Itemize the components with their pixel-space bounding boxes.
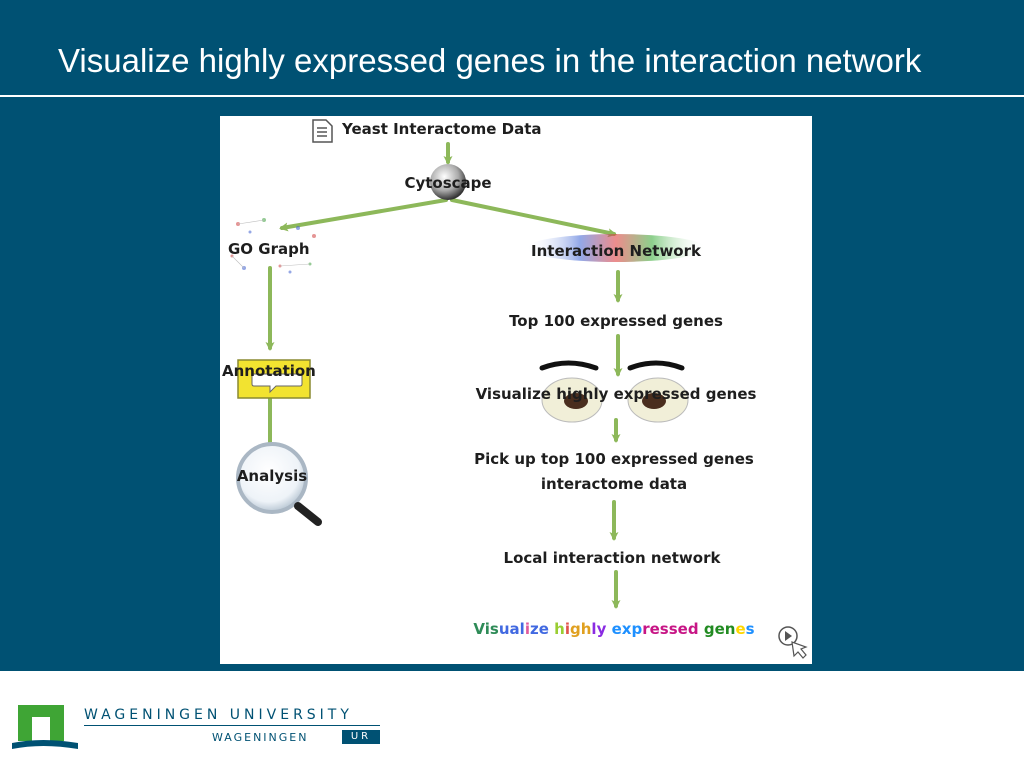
node-go-graph: GO Graph (228, 240, 310, 258)
final-label-letter: i (485, 620, 490, 638)
workflow-svg: Yeast Interactome Data Cytoscape GO Grap… (222, 119, 808, 659)
node-yeast-interactome-data: Yeast Interactome Data (341, 120, 541, 138)
workflow-diagram: Yeast Interactome Data Cytoscape GO Grap… (220, 116, 812, 664)
arrow-cytoscape-to-go-graph (279, 198, 448, 232)
arrow-cytoscape-to-interaction-network (450, 198, 617, 238)
final-label-letter: a (510, 620, 520, 638)
ur-text: WAGENINGEN (212, 731, 309, 744)
final-label-letter: l (591, 620, 596, 638)
footer-divider (84, 725, 380, 726)
final-label-letter: n (725, 620, 736, 638)
header-divider (0, 95, 1024, 97)
final-label-letter: V (473, 620, 485, 638)
node-visualize-final: Visualize highly expressed genes (473, 620, 754, 638)
node-interaction-network: Interaction Network (531, 242, 702, 260)
final-label-letter: s (660, 620, 669, 638)
go-graph-texture-icon (230, 218, 316, 274)
final-label-letter: e (678, 620, 688, 638)
document-icon (312, 119, 333, 143)
eyes-icon (539, 360, 689, 423)
annotation-callout-icon (237, 359, 311, 399)
play-cursor-icon[interactable] (778, 626, 808, 659)
node-annotation: Annotation (222, 362, 316, 380)
final-label-letter: e (539, 620, 549, 638)
node-top-100-expressed-genes: Top 100 expressed genes (509, 312, 723, 330)
final-label-letter: l (520, 620, 525, 638)
magnifier-icon (236, 442, 322, 526)
slide-title: Visualize highly expressed genes in the … (58, 42, 922, 79)
cytoscape-sphere-icon (430, 164, 466, 200)
university-name: WAGENINGEN UNIVERSITY (84, 707, 353, 723)
final-label-letter: g (704, 620, 715, 638)
final-label-letter: h (581, 620, 592, 638)
node-pick-up-line-2: interactome data (541, 475, 687, 493)
final-label-letter: e (735, 620, 745, 638)
final-label-letter: s (490, 620, 499, 638)
network-glow-icon (526, 234, 706, 262)
final-label-letter: e (715, 620, 725, 638)
final-label-letter: s (669, 620, 678, 638)
final-label-letter: e (650, 620, 660, 638)
slide-header (0, 0, 1024, 95)
footer (0, 671, 1024, 768)
final-label-letter: e (612, 620, 622, 638)
final-label-letter: i (565, 620, 570, 638)
final-label-letter: x (622, 620, 632, 638)
final-label-letter: s (746, 620, 755, 638)
final-label-letter: y (597, 620, 607, 638)
final-label-letter: h (554, 620, 565, 638)
final-label-letter: r (642, 620, 650, 638)
final-label-letter: p (631, 620, 642, 638)
connector-arrows (265, 142, 623, 609)
node-pick-up-line-1: Pick up top 100 expressed genes (474, 450, 754, 468)
final-label-letter: d (688, 620, 699, 638)
final-label-letter: g (570, 620, 581, 638)
node-cytoscape: Cytoscape (404, 174, 491, 192)
final-label-letter: z (530, 620, 539, 638)
final-label-letter: i (525, 620, 530, 638)
wageningen-logo-icon (12, 705, 78, 749)
ur-badge: UR (342, 730, 380, 744)
node-analysis: Analysis (237, 467, 307, 485)
final-label-letter: u (499, 620, 510, 638)
node-local-interaction-network: Local interaction network (504, 549, 722, 567)
node-visualize-highly-expressed-genes: Visualize highly expressed genes (476, 385, 757, 403)
